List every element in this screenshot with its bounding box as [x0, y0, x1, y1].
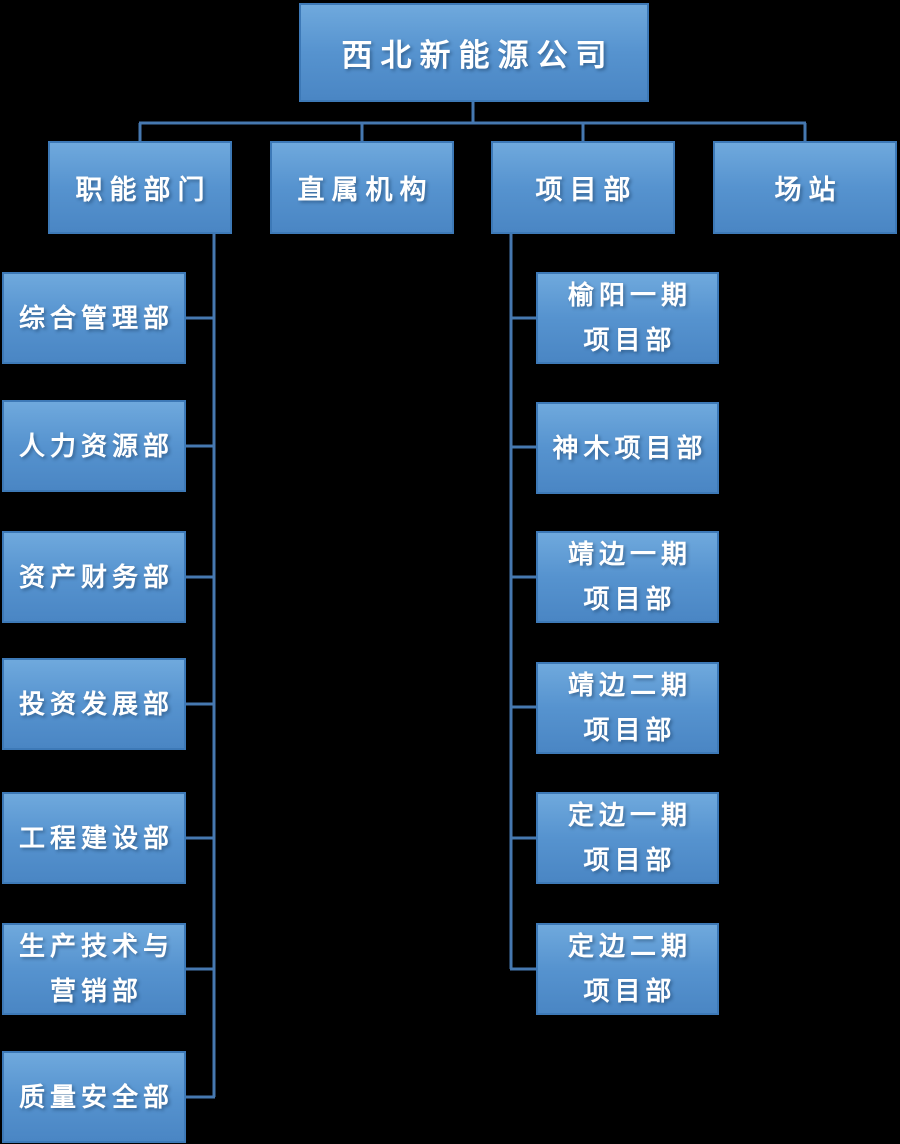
- dept-label-line2: 项目部: [583, 716, 677, 745]
- dept-label-line2: 营销部: [49, 977, 143, 1006]
- node-project-departments: 项目部: [491, 141, 675, 234]
- node-company-root: 西北新能源公司: [299, 3, 649, 102]
- dept-label-line2: 项目部: [583, 846, 677, 875]
- dept-label-line1: 定边二期: [567, 932, 692, 961]
- dept-label-line1: 综合管理部: [18, 303, 174, 333]
- dept-label-line1: 靖边一期: [567, 540, 692, 569]
- dept-label-line2: 项目部: [583, 585, 677, 614]
- node-project-dept: 定边一期 项目部: [536, 792, 719, 884]
- node-project-dept: 神木项目部: [536, 402, 719, 494]
- company-name: 西北新能源公司: [341, 38, 615, 73]
- branch-label: 项目部: [535, 175, 638, 205]
- node-project-dept: 靖边二期 项目部: [536, 662, 719, 754]
- node-project-dept: 靖边一期 项目部: [536, 531, 719, 623]
- branch-label: 职能部门: [75, 175, 212, 205]
- dept-label-line1: 工程建设部: [18, 823, 174, 853]
- dept-label-line1: 榆阳一期: [567, 281, 692, 310]
- dept-label-line2: 项目部: [583, 326, 677, 355]
- node-functional-dept: 人力资源部: [2, 400, 186, 492]
- dept-label-line1: 靖边二期: [567, 671, 692, 700]
- node-functional-dept: 资产财务部: [2, 531, 186, 623]
- node-functional-dept: 投资发展部: [2, 658, 186, 750]
- node-functional-departments: 职能部门: [48, 141, 232, 234]
- dept-label-line1: 资产财务部: [18, 562, 174, 592]
- dept-label-line2: 项目部: [583, 977, 677, 1006]
- node-functional-dept: 质量安全部: [2, 1051, 186, 1143]
- dept-label-line1: 人力资源部: [18, 431, 174, 461]
- node-project-dept: 榆阳一期 项目部: [536, 272, 719, 364]
- dept-label-line1: 神木项目部: [552, 433, 708, 463]
- dept-label-line1: 定边一期: [567, 801, 692, 830]
- node-direct-institutions: 直属机构: [270, 141, 454, 234]
- branch-label: 直属机构: [297, 175, 434, 205]
- node-project-dept: 定边二期 项目部: [536, 923, 719, 1015]
- dept-label-line1: 投资发展部: [18, 689, 174, 719]
- node-functional-dept: 综合管理部: [2, 272, 186, 364]
- dept-label-line1: 质量安全部: [18, 1082, 174, 1112]
- branch-label: 场站: [774, 175, 843, 205]
- node-functional-dept: 工程建设部: [2, 792, 186, 884]
- dept-label-line1: 生产技术与: [18, 932, 174, 961]
- node-stations: 场站: [713, 141, 897, 234]
- node-functional-dept: 生产技术与 营销部: [2, 923, 186, 1015]
